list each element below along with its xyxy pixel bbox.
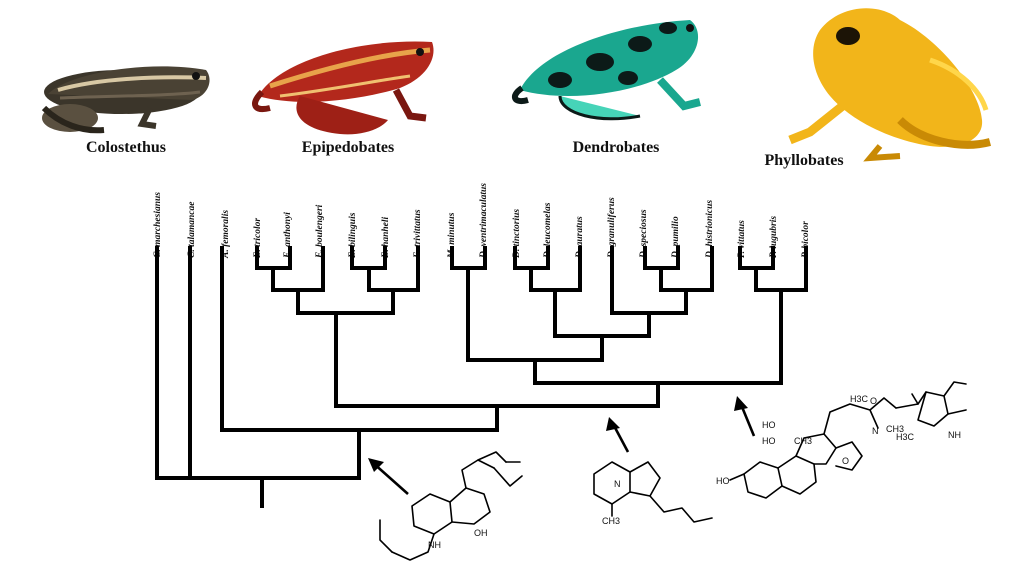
arrow-icon bbox=[606, 417, 630, 453]
indolizidine-structure-icon: N CH3 bbox=[593, 461, 713, 526]
taxon-label: P. vittatus bbox=[737, 220, 747, 258]
taxon-label: E. trivittatus bbox=[413, 209, 423, 259]
taxon-label: D. ventrimaculatus bbox=[479, 183, 489, 259]
dendrobates-frog-icon bbox=[511, 20, 701, 121]
chem-label: CH3 bbox=[794, 436, 812, 446]
arrow-icon bbox=[368, 458, 409, 495]
histrionicotoxin-structure-icon: NH OH bbox=[379, 451, 523, 561]
chem-label: H3C bbox=[850, 394, 869, 404]
chem-label: N bbox=[614, 479, 621, 489]
phyllobates-frog-icon bbox=[788, 8, 992, 162]
chem-label: CH3 bbox=[602, 516, 620, 526]
chem-label: OH bbox=[474, 528, 488, 538]
taxon-label: M. minutus bbox=[447, 212, 457, 259]
genus-label: Epipedobates bbox=[302, 139, 394, 156]
taxon-label: C. talamancae bbox=[187, 201, 197, 258]
alkaloid-arrows bbox=[368, 396, 756, 495]
taxon-label: D. histrionicus bbox=[705, 200, 715, 259]
taxon-label: D. auratus bbox=[575, 216, 585, 259]
tree-branch bbox=[220, 246, 499, 432]
chem-label: HO bbox=[716, 476, 730, 486]
genus-label: Phyllobates bbox=[764, 152, 843, 169]
taxon-label: E. hanheli bbox=[381, 216, 391, 259]
colostethus-frog-icon bbox=[41, 66, 210, 134]
batrachotoxin-structure-icon: H3C HO O N CH3 CH3 HO HO O NH H3C bbox=[716, 381, 967, 499]
taxon-label: D. leucomelas bbox=[543, 202, 553, 259]
chem-label: HO bbox=[762, 420, 776, 430]
tree-branch bbox=[188, 246, 361, 480]
chem-label: H3C bbox=[896, 432, 915, 442]
chem-label: HO bbox=[762, 436, 776, 446]
chem-label: N bbox=[872, 426, 879, 436]
taxon-label: A. femoralis bbox=[221, 210, 231, 259]
tree-branch bbox=[296, 288, 395, 315]
chem-label: O bbox=[870, 396, 877, 406]
taxon-label: C. marchesianus bbox=[153, 192, 163, 258]
genus-label: Dendrobates bbox=[573, 139, 660, 156]
chem-label: NH bbox=[428, 540, 441, 550]
chem-label: CH3 bbox=[886, 424, 904, 434]
tree-branches bbox=[155, 246, 808, 508]
taxon-label: E. bilinguis bbox=[348, 212, 358, 259]
tip-labels: C. marchesianus C. talamancae A. femoral… bbox=[153, 183, 811, 259]
taxon-label: D. pumilio bbox=[671, 216, 681, 259]
taxon-label: P. bicolor bbox=[801, 221, 811, 258]
taxon-label: D. granuliferus bbox=[607, 197, 617, 259]
taxon-label: P. lugubris bbox=[769, 216, 779, 258]
epipedobates-frog-icon bbox=[252, 41, 434, 135]
taxon-label: E. boulengeri bbox=[315, 204, 325, 259]
arrow-icon bbox=[734, 396, 756, 437]
chem-label: NH bbox=[948, 430, 961, 440]
chem-label: O bbox=[842, 456, 849, 466]
tree-branch bbox=[155, 246, 192, 480]
genus-label: Colostethus bbox=[86, 139, 166, 156]
taxon-label: E. anthonyi bbox=[283, 212, 293, 259]
taxon-label: E. tricolor bbox=[253, 218, 263, 259]
taxon-label: D. tinctorius bbox=[512, 209, 522, 259]
taxon-label: D. speciosus bbox=[639, 209, 649, 259]
